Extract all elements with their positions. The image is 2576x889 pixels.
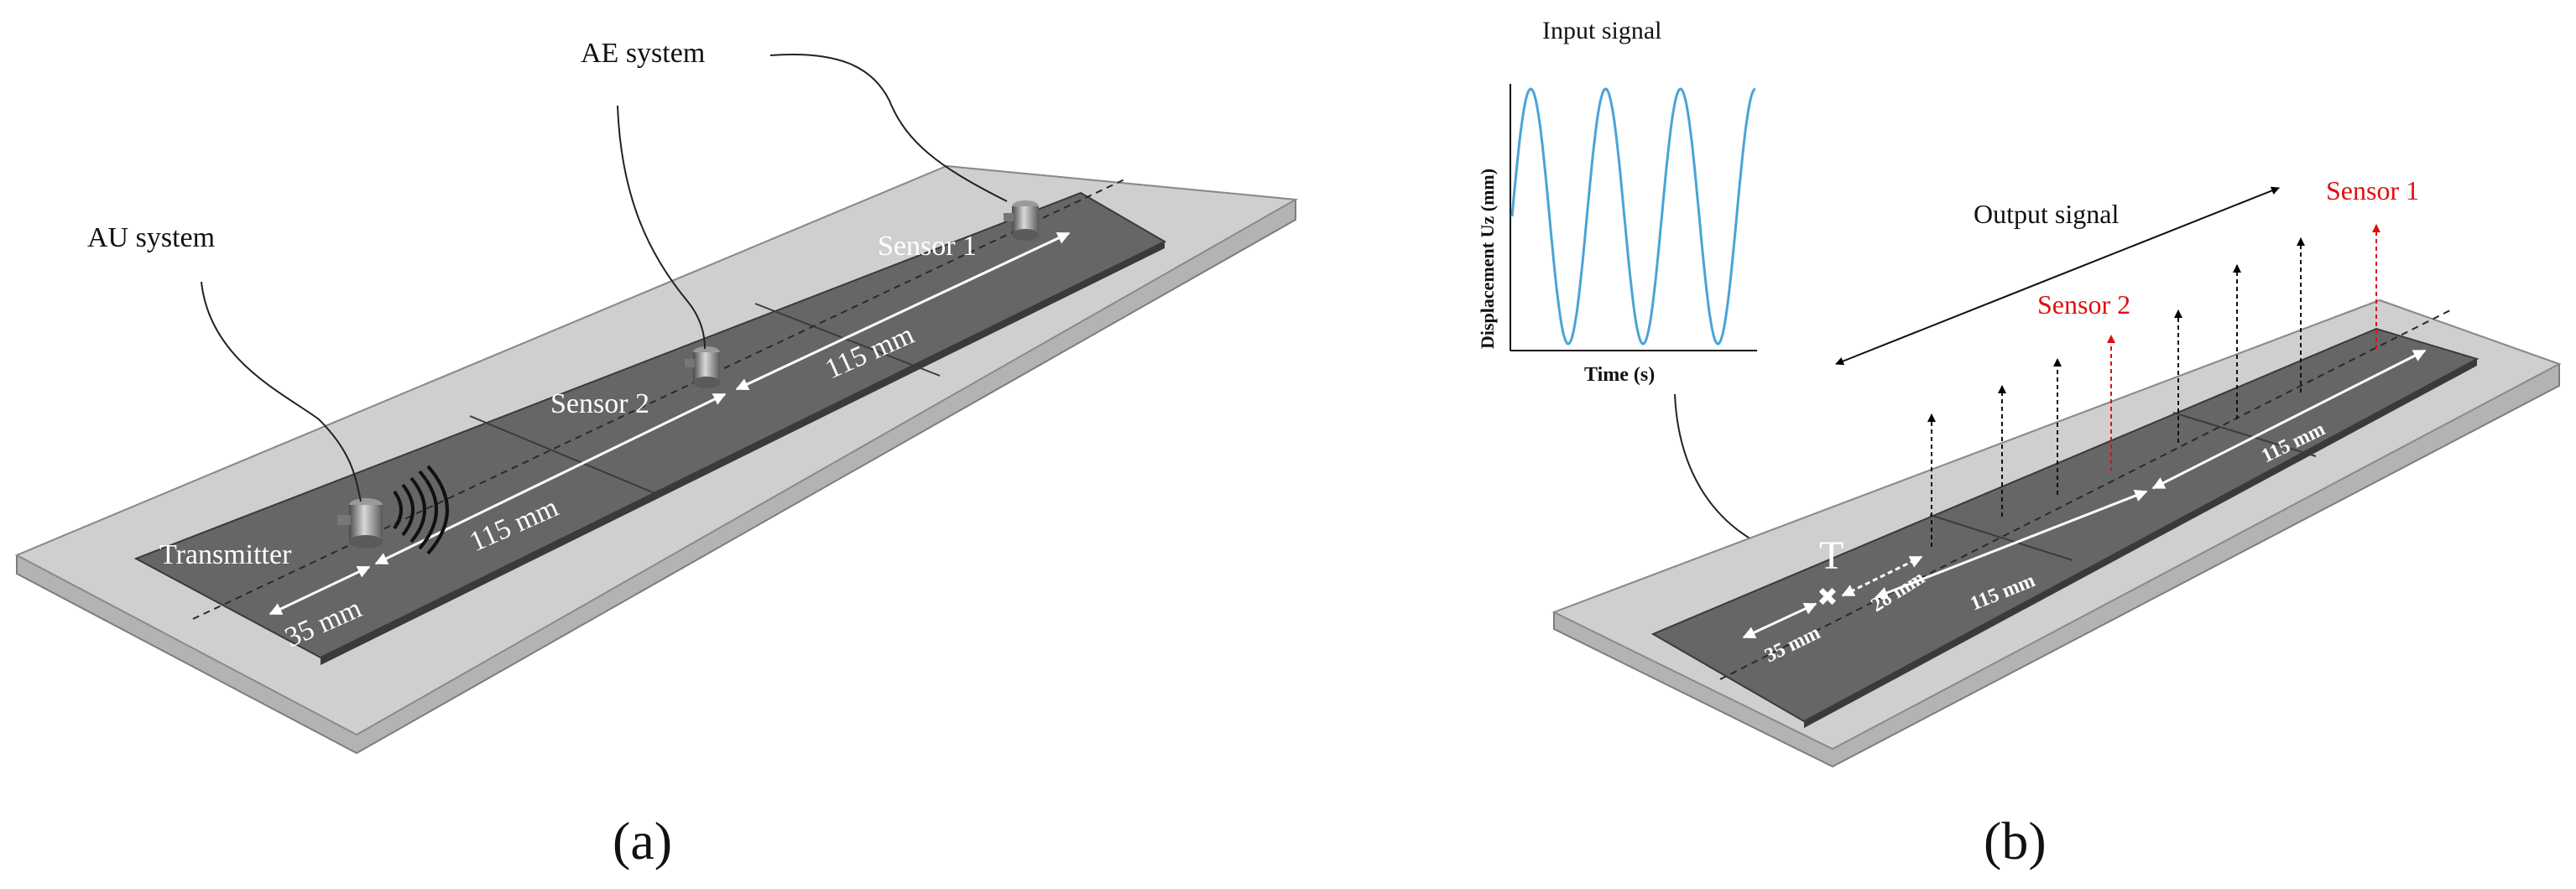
sensor-2-label-b: Sensor 2 — [2037, 289, 2130, 320]
leader-lines-a — [201, 54, 1008, 502]
dimension-arrows-a — [269, 231, 1071, 616]
sensor-1-a — [1004, 200, 1039, 241]
sensor-2-label-a: Sensor 2 — [550, 388, 649, 419]
input-signal-title: Input signal — [1542, 17, 1662, 44]
sensor-1-label-a: Sensor 1 — [878, 231, 977, 262]
inset-x-label: Time (s) — [1584, 364, 1655, 386]
input-signal-inset: Input signal Time (s) Displacement Uz (m… — [1477, 17, 1823, 568]
composite-strip-a — [133, 179, 1167, 665]
ae-system-label: AE system — [581, 38, 705, 69]
transmitter-label: Transmitter — [159, 539, 292, 570]
wave-emission-icon — [393, 465, 449, 555]
transmitter-marker-b: ✖ — [1817, 584, 1838, 611]
caption-b: (b) — [1984, 811, 2047, 871]
panel-a: AU system AE system Sensor 1 Sensor 2 Tr… — [14, 38, 1299, 871]
sensor-2-a — [685, 346, 720, 388]
transmitter-t-label: T — [1819, 533, 1843, 578]
sensor-1-label-b: Sensor 1 — [2326, 175, 2419, 205]
caption-a: (a) — [613, 811, 672, 871]
panel-b: Input signal Time (s) Displacement Uz (m… — [1477, 17, 2562, 871]
output-signal-label: Output signal — [1974, 199, 2119, 229]
transmitter-cross-icon: ✖ — [1817, 584, 1838, 611]
dimension-arrows-b — [1742, 349, 2427, 639]
inset-y-label: Displacement Uz (mm) — [1477, 169, 1498, 349]
au-system-label: AU system — [87, 222, 215, 253]
input-signal-curve — [1510, 87, 1756, 346]
composite-strip-b — [1650, 309, 2480, 728]
output-signal-extent-arrow — [1835, 186, 2280, 366]
transmitter-sensor-a — [337, 498, 383, 548]
